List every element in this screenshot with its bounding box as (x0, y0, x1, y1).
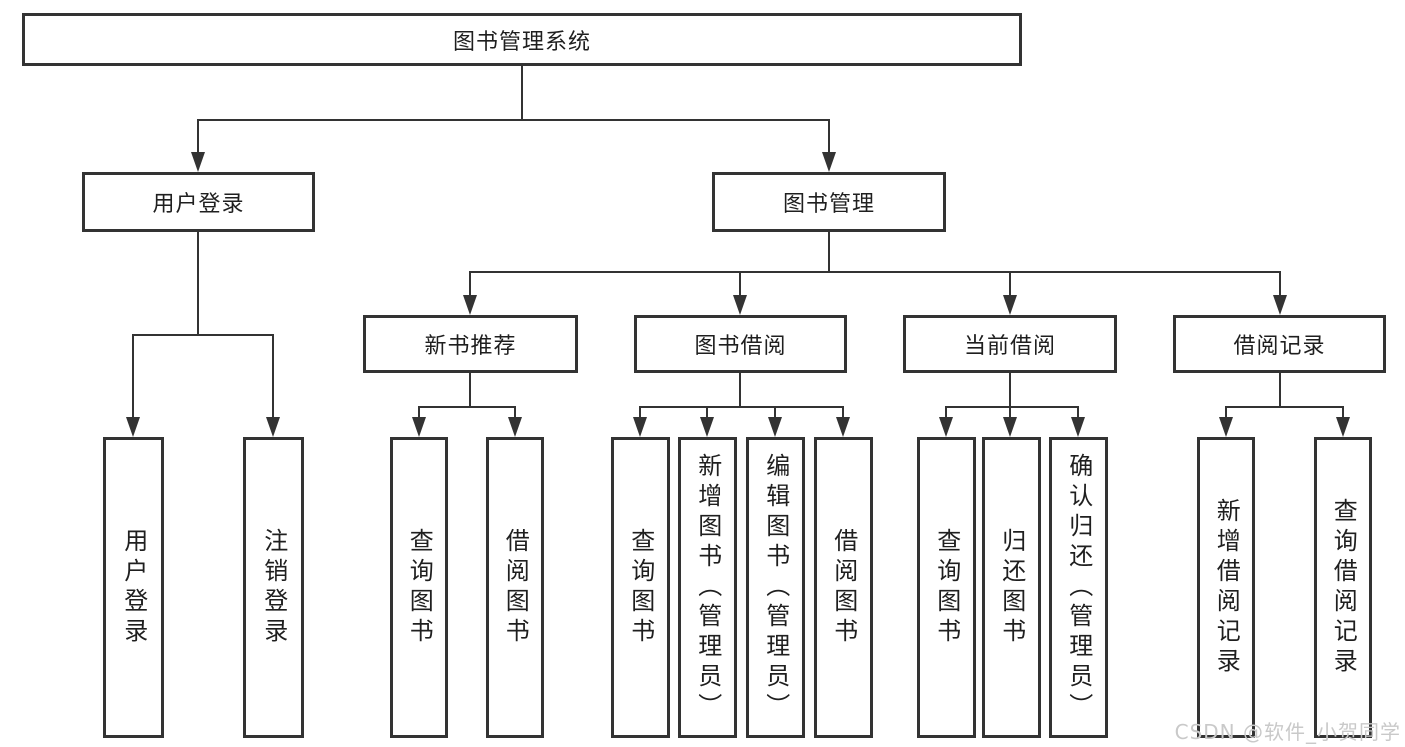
connector-line (945, 406, 1079, 408)
arrowhead-down-icon (126, 417, 140, 437)
arrowhead-down-icon (266, 417, 280, 437)
arrowhead-down-icon (822, 152, 836, 172)
connector-line (706, 406, 708, 419)
connector-line (418, 406, 516, 408)
node-leaf-cb-query-books: 查询图书 (917, 437, 976, 738)
connector-line (418, 406, 420, 419)
arrowhead-down-icon (1336, 417, 1350, 437)
connector-line (521, 66, 523, 121)
node-leaf-bb-borrow-books: 借阅图书 (814, 437, 873, 738)
arrowhead-down-icon (463, 295, 477, 315)
connector-line (774, 406, 776, 419)
arrowhead-down-icon (1003, 295, 1017, 315)
node-leaf-nb-borrow-books: 借阅图书 (486, 437, 544, 738)
connector-line (197, 232, 199, 336)
node-leaf-bb-edit-books-admin: 编辑图书（管理员） (746, 437, 805, 738)
connector-line (1342, 406, 1344, 419)
connector-line (197, 119, 199, 154)
connector-line (197, 119, 830, 121)
connector-line (1279, 373, 1281, 408)
node-leaf-nb-query-books: 查询图书 (390, 437, 448, 738)
connector-line (1009, 373, 1011, 408)
arrowhead-down-icon (836, 417, 850, 437)
connector-line (828, 232, 830, 273)
arrowhead-down-icon (1219, 417, 1233, 437)
connector-line (1009, 406, 1011, 419)
connector-line (132, 334, 274, 336)
connector-line (639, 406, 641, 419)
arrowhead-down-icon (939, 417, 953, 437)
arrowhead-down-icon (1071, 417, 1085, 437)
node-new-books: 新书推荐 (363, 315, 578, 373)
node-book-borrow: 图书借阅 (634, 315, 847, 373)
node-leaf-cb-confirm-return-admin: 确认归还（管理员） (1049, 437, 1108, 738)
connector-line (469, 271, 1281, 273)
node-user-login: 用户登录 (82, 172, 315, 232)
connector-line (132, 334, 134, 419)
node-leaf-cb-return-books: 归还图书 (982, 437, 1041, 738)
connector-line (469, 271, 471, 297)
connector-line (739, 271, 741, 297)
watermark: CSDN @软件_小贺同学 (1174, 720, 1401, 744)
arrowhead-down-icon (1003, 417, 1017, 437)
connector-line (1225, 406, 1343, 408)
node-borrow-records: 借阅记录 (1173, 315, 1386, 373)
connector-line (514, 406, 516, 419)
node-leaf-bb-add-books-admin: 新增图书（管理员） (678, 437, 737, 738)
connector-line (842, 406, 844, 419)
arrowhead-down-icon (508, 417, 522, 437)
node-leaf-bb-query-books: 查询图书 (611, 437, 670, 738)
connector-line (739, 373, 741, 408)
connector-line (639, 406, 844, 408)
arrowhead-down-icon (633, 417, 647, 437)
node-book-management: 图书管理 (712, 172, 946, 232)
arrowhead-down-icon (1273, 295, 1287, 315)
arrowhead-down-icon (412, 417, 426, 437)
node-current-borrow: 当前借阅 (903, 315, 1117, 373)
node-leaf-br-query-record: 查询借阅记录 (1314, 437, 1372, 738)
connector-line (1279, 271, 1281, 297)
arrowhead-down-icon (733, 295, 747, 315)
node-leaf-logout: 注销登录 (243, 437, 304, 738)
connector-line (828, 119, 830, 154)
arrowhead-down-icon (191, 152, 205, 172)
connector-line (945, 406, 947, 419)
connector-line (1077, 406, 1079, 419)
connector-line (272, 334, 274, 419)
node-leaf-br-add-record: 新增借阅记录 (1197, 437, 1255, 738)
arrowhead-down-icon (700, 417, 714, 437)
connector-line (1009, 271, 1011, 297)
connector-line (1225, 406, 1227, 419)
node-leaf-user-login: 用户登录 (103, 437, 164, 738)
connector-line (469, 373, 471, 408)
arrowhead-down-icon (768, 417, 782, 437)
node-root: 图书管理系统 (22, 13, 1022, 66)
